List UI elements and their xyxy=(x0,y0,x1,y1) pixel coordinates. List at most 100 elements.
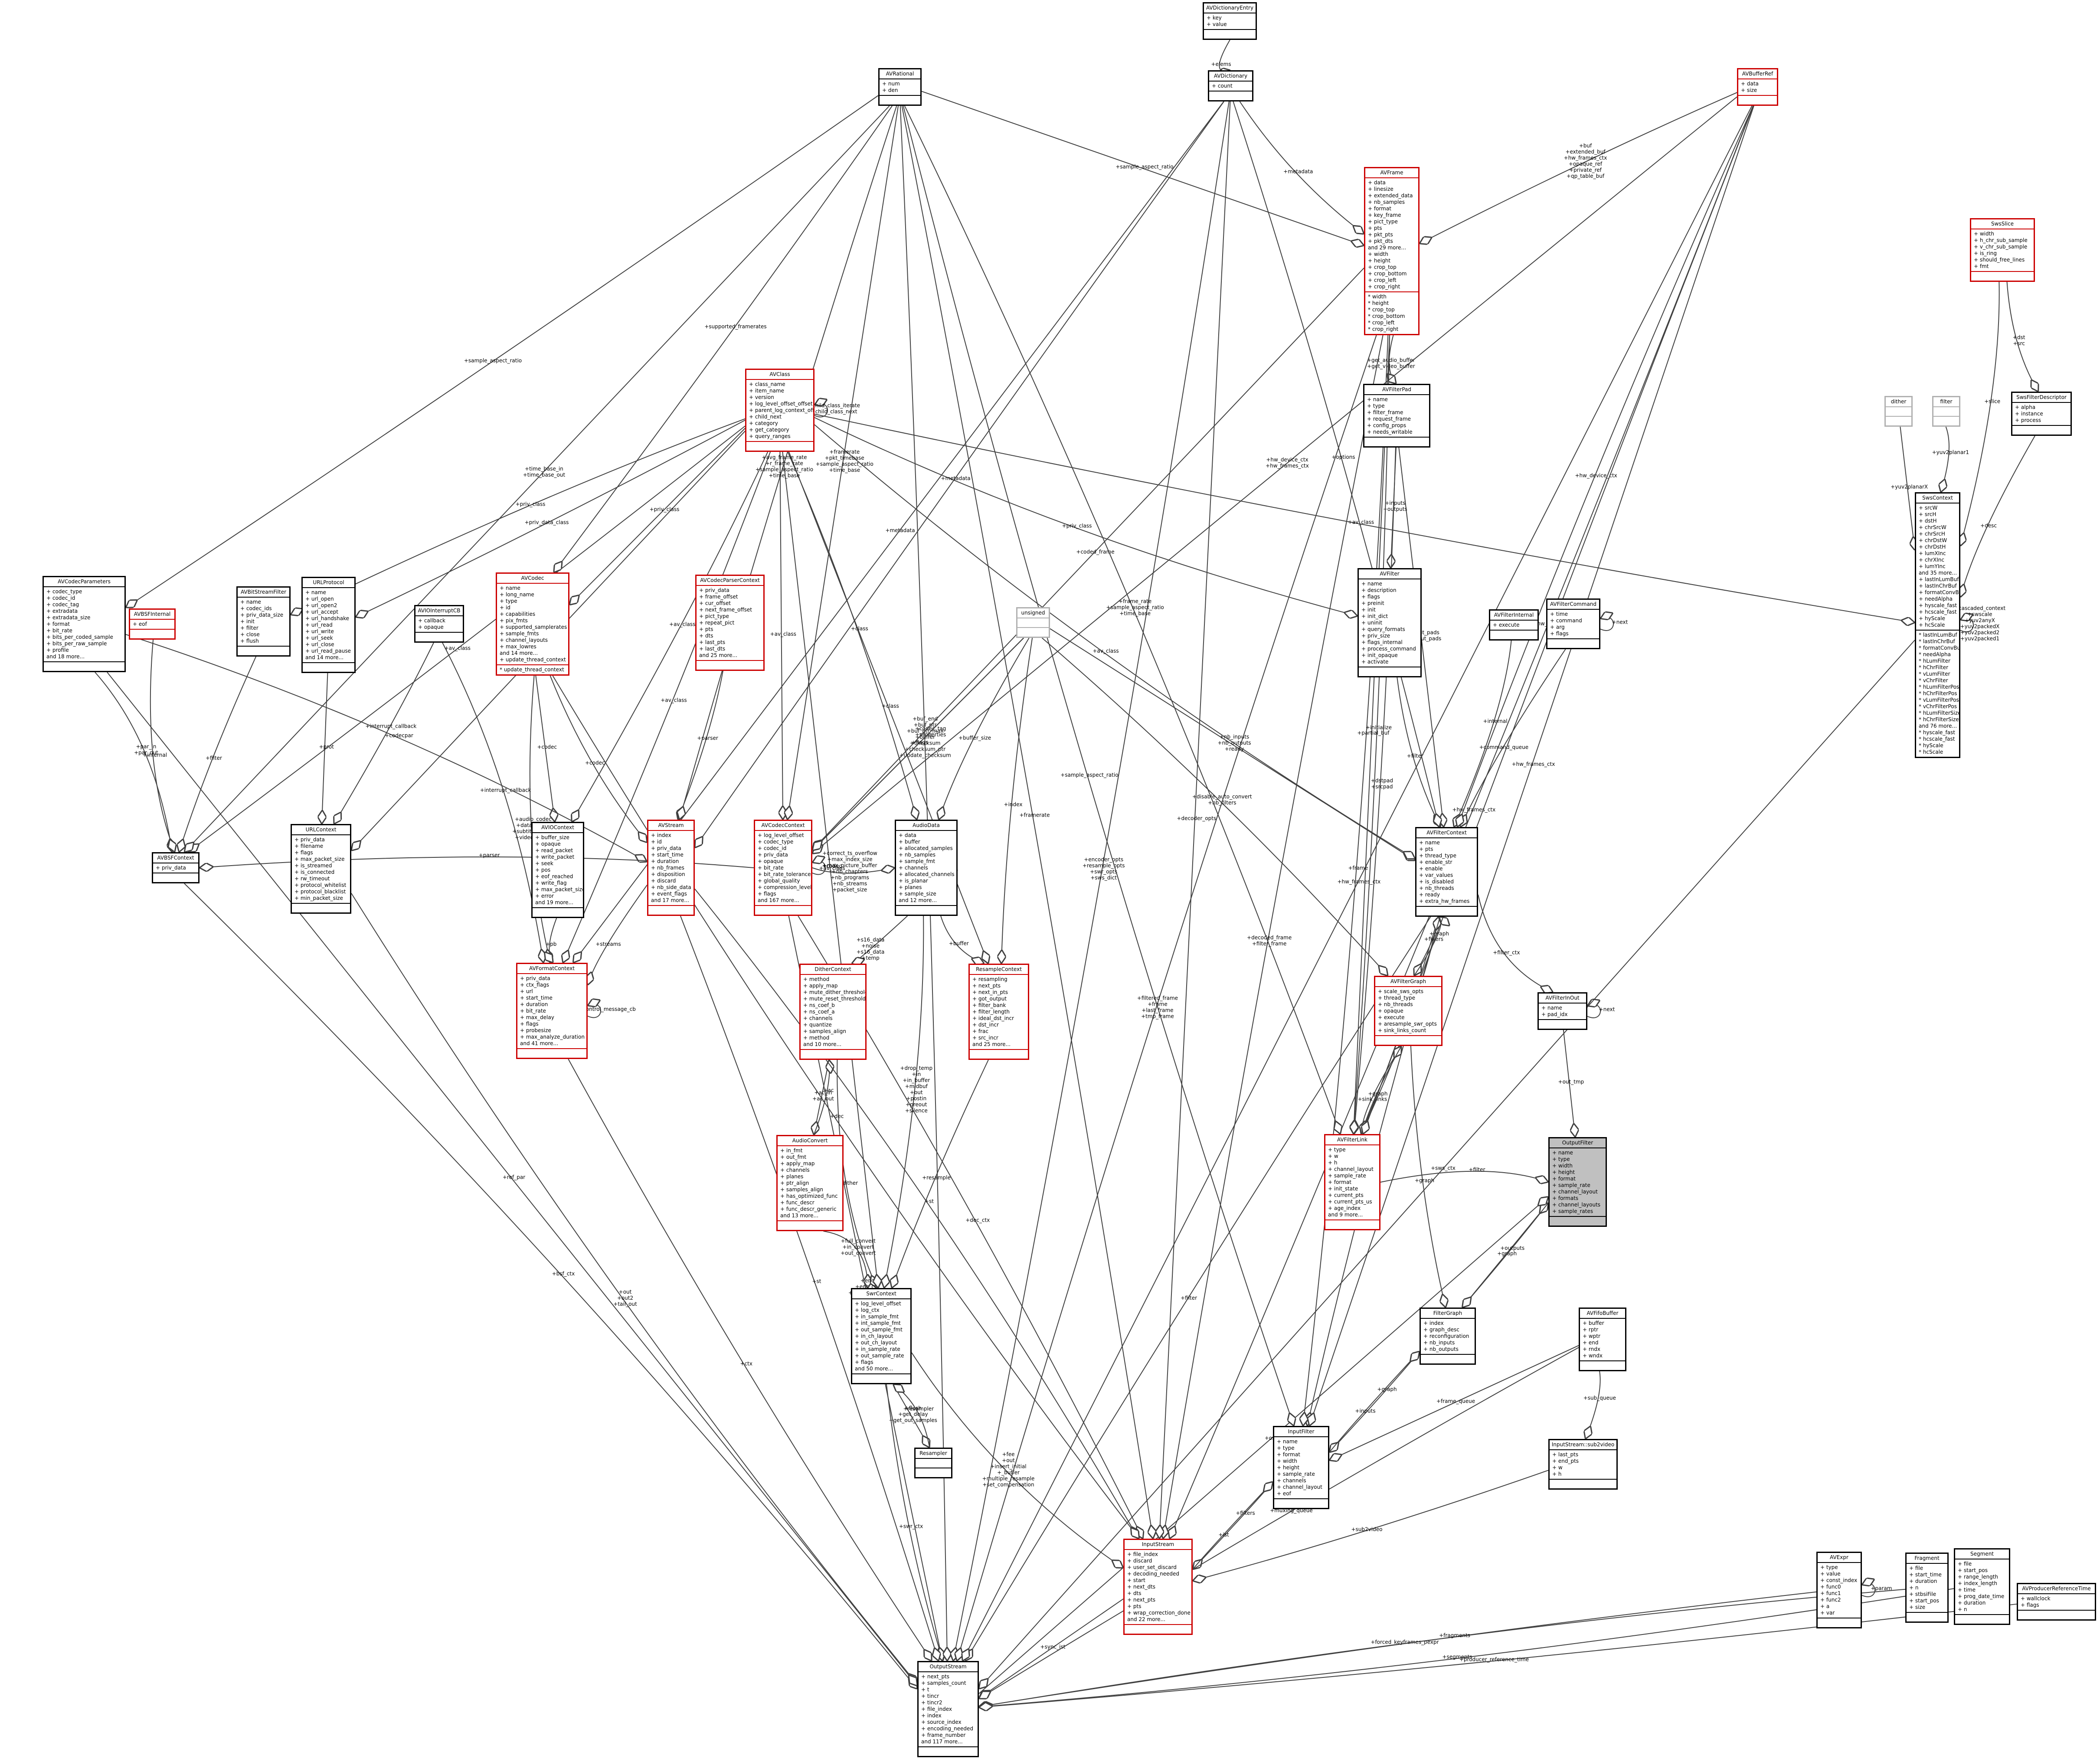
class-attributes: + buffer_size+ opaque+ read_packet+ writ… xyxy=(533,833,583,907)
edge-label: +codec xyxy=(585,760,605,766)
edge-label: +next xyxy=(1599,1007,1615,1013)
class-node-avframe[interactable]: AVFrame+ data+ linesize+ extended_data+ … xyxy=(1364,167,1420,335)
class-node-aviointerruptcb[interactable]: AVIOInterruptCB+ callback+ opaque xyxy=(414,605,464,643)
attribute-line: + url_seek xyxy=(305,635,333,641)
class-node-avstream[interactable]: AVStream+ index+ id+ priv_data+ start_ti… xyxy=(647,820,695,916)
attribute-line: + query_formats xyxy=(1361,626,1405,632)
class-node-urlprotocol[interactable]: URLProtocol+ name+ url_open+ url_open2+ … xyxy=(301,577,356,673)
edge-label: +buffer_size xyxy=(958,735,991,741)
attribute-line: + apply_map xyxy=(780,1161,815,1167)
class-node-outputfilter[interactable]: OutputFilter+ name+ type+ width+ height+… xyxy=(1548,1137,1607,1227)
class-node-dithercontext[interactable]: DitherContext+ method+ apply_map+ mute_d… xyxy=(799,964,867,1060)
class-node-dither[interactable]: dither xyxy=(1884,396,1913,427)
class-title: SwrContext xyxy=(852,1289,910,1299)
attribute-line: + planes xyxy=(780,1174,804,1180)
class-node-swscontext[interactable]: SwsContext+ srcW+ srcH+ dstH+ chrSrcW+ c… xyxy=(1915,492,1960,758)
class-node-segment[interactable]: Segment+ file+ start_pos+ range_length+ … xyxy=(1954,1548,2010,1625)
class-attributes: + name+ pad_idx xyxy=(1539,1004,1586,1019)
class-node-avfilter[interactable]: AVFilter+ name+ description+ flags+ prei… xyxy=(1357,568,1422,677)
attribute-line: + needAlpha xyxy=(1919,596,1953,602)
class-attributes: + eof xyxy=(130,620,174,629)
class-node-avfilterinout[interactable]: AVFilterInOut+ name+ pad_idx xyxy=(1537,992,1587,1030)
class-node-swrcontext[interactable]: SwrContext+ log_level_offset+ log_ctx+ i… xyxy=(851,1288,912,1384)
class-node-swsslice[interactable]: SwsSlice+ width+ h_chr_sub_sample+ v_chr… xyxy=(1970,218,2035,282)
class-node-avrational[interactable]: AVRational+ num+ den xyxy=(878,68,922,106)
class-node-avfiltergraph[interactable]: AVFilterGraph+ scale_sws_opts+ thread_ty… xyxy=(1374,976,1443,1046)
edge-label: +graph xyxy=(1497,1250,1517,1256)
class-node-avfifobuffer[interactable]: AVFifoBuffer+ buffer+ rptr+ wptr+ end+ r… xyxy=(1579,1308,1626,1371)
class-node-avfilterlink[interactable]: AVFilterLink+ type+ w+ h+ channel_layout… xyxy=(1324,1134,1380,1230)
class-node-avbsfinternal[interactable]: AVBSFInternal+ eof xyxy=(129,608,176,640)
class-node-inputstream[interactable]: InputStream+ file_index+ discard+ user_s… xyxy=(1123,1539,1193,1635)
edge-label: +ctx xyxy=(740,1361,752,1367)
attribute-line: + method xyxy=(803,1035,830,1041)
class-node-inputfilter[interactable]: InputFilter+ name+ type+ format+ width+ … xyxy=(1273,1426,1329,1509)
attribute-line: + buffer xyxy=(899,839,920,845)
class-title: Resampler xyxy=(916,1449,951,1459)
class-node-filtergraph[interactable]: FilterGraph+ index+ graph_desc+ reconfig… xyxy=(1420,1308,1476,1365)
class-node-avclass[interactable]: AVClass+ class_name+ item_name+ version+… xyxy=(745,369,814,452)
attribute-line: + pix_fmts xyxy=(500,618,528,624)
edge-label: +time_base_in+time_base_out xyxy=(523,466,566,478)
attribute-line: + height xyxy=(1552,1169,1575,1175)
class-node-fragment[interactable]: Fragment+ file+ start_time+ duration+ n+… xyxy=(1905,1553,1949,1623)
class-node-avbsfcontext[interactable]: AVBSFContext+ priv_data xyxy=(152,852,200,883)
class-node-outputstream[interactable]: OutputStream+ next_pts+ samples_count+ t… xyxy=(917,1661,979,1757)
class-methods xyxy=(1886,416,1911,425)
class-attributes: + file+ start_time+ duration+ n+ stbsiFi… xyxy=(1907,1564,1947,1612)
attribute-line: + func0 xyxy=(1820,1584,1841,1590)
attribute-line: + codec_type xyxy=(46,588,82,595)
class-node-resampler[interactable]: Resampler xyxy=(914,1448,952,1478)
class-node-avfiltercommand[interactable]: AVFilterCommand+ time+ command+ arg+ fla… xyxy=(1546,598,1600,649)
class-node-avcodecparameters[interactable]: AVCodecParameters+ codec_type+ codec_id+… xyxy=(43,576,126,672)
class-node-swsfilterdescriptor[interactable]: SwsFilterDescriptor+ alpha+ instance+ pr… xyxy=(2011,392,2072,436)
attribute-line: + in_sample_fmt xyxy=(855,1314,899,1320)
class-attributes: + type+ value+ const_index+ func0+ func1… xyxy=(1818,1563,1861,1618)
class-methods: * width* height* crop_top* crop_bottom* … xyxy=(1365,291,1418,334)
class-node-avdictionary[interactable]: AVDictionary+ count xyxy=(1208,70,1253,101)
class-methods xyxy=(1818,1618,1861,1627)
attribute-line: + profile xyxy=(46,647,69,653)
attribute-line: + url_write xyxy=(305,628,334,634)
edge-label: +yuv2planar1 xyxy=(1932,449,1969,455)
edge-avfiltercommand-to-avfiltercommand: +next xyxy=(1600,617,1628,631)
edge-audiodata-to-swrcontext: +drop_temp+in+in_buffer+midbuf+out+posti… xyxy=(884,915,932,1288)
class-node-avcodec[interactable]: AVCodec+ name+ long_name+ type+ id+ capa… xyxy=(496,572,569,676)
attribute-line: + dstH xyxy=(1919,518,1937,524)
attribute-line: + in_fmt xyxy=(780,1147,803,1154)
method-line: * hChrFilter xyxy=(1919,664,1949,670)
class-node-avformatcontext[interactable]: AVFormatContext+ priv_data+ ctx_flags+ u… xyxy=(516,963,588,1059)
class-node-avdictionaryentry[interactable]: AVDictionaryEntry+ key+ value xyxy=(1203,2,1257,40)
class-node-avexpr[interactable]: AVExpr+ type+ value+ const_index+ func0+… xyxy=(1816,1552,1862,1628)
class-node-urlcontext[interactable]: URLContext+ priv_data+ filename+ flags+ … xyxy=(291,824,351,914)
method-line: * hChrFilterSize xyxy=(1919,716,1959,722)
class-node-audioconvert[interactable]: AudioConvert+ in_fmt+ out_fmt+ apply_map… xyxy=(776,1135,844,1231)
attribute-line: + apply_map xyxy=(803,983,838,989)
class-title: AVIOInterruptCB xyxy=(415,606,463,616)
class-node-avbitstreamfilter[interactable]: AVBitStreamFilter+ name+ codec_ids+ priv… xyxy=(236,586,291,657)
class-attributes: + last_pts+ end_pts+ w+ h xyxy=(1550,1450,1616,1479)
class-node-resamplecontext[interactable]: ResampleContext+ resampling+ next_pts+ n… xyxy=(968,964,1029,1060)
class-node-avfilterinternal[interactable]: AVFilterInternal+ execute xyxy=(1489,609,1539,641)
method-line: * hyScale xyxy=(1919,742,1943,749)
class-node-filter[interactable]: filter xyxy=(1932,396,1960,427)
class-title: AVCodec xyxy=(497,574,568,584)
attribute-line: + frac xyxy=(972,1028,988,1034)
class-node-avcodeccontext[interactable]: AVCodecContext+ log_level_offset+ codec_… xyxy=(754,820,812,916)
class-node-avfiltercontext[interactable]: AVFilterContext+ name+ pts+ thread_type+… xyxy=(1415,827,1478,917)
attribute-line: + flags_internal xyxy=(1361,639,1403,645)
edge-label: +priv_class xyxy=(650,507,680,513)
class-node-avbufferref[interactable]: AVBufferRef+ data+ size xyxy=(1737,68,1778,106)
attribute-line: + extra_hw_frames xyxy=(1419,898,1470,904)
class-node-avfilterpad[interactable]: AVFilterPad+ name+ type+ filter_frame+ r… xyxy=(1363,384,1430,448)
class-node-avcodecparsercontext[interactable]: AVCodecParserContext+ priv_data+ frame_o… xyxy=(695,575,765,671)
class-node-avproducerreferencetime[interactable]: AVProducerReferenceTime+ wallclock+ flag… xyxy=(2017,1583,2096,1621)
edge-label: +sync_ist xyxy=(1040,1644,1066,1650)
class-node-unsigned[interactable]: unsigned xyxy=(1016,607,1050,638)
class-node-aviocontext[interactable]: AVIOContext+ buffer_size+ opaque+ read_p… xyxy=(531,822,584,918)
class-node-inputstream-sub2video[interactable]: InputStream::sub2video+ last_pts+ end_pt… xyxy=(1548,1439,1618,1490)
attribute-line: + log_level_offset_offset xyxy=(749,401,813,407)
attribute-line: + max_packet_size xyxy=(535,886,584,892)
class-node-audiodata[interactable]: AudioData+ data+ buffer+ allocated_sampl… xyxy=(895,820,958,916)
edge-audioconvert-to-swrcontext: +full_convert+in_convert+out_convert xyxy=(823,1231,876,1288)
